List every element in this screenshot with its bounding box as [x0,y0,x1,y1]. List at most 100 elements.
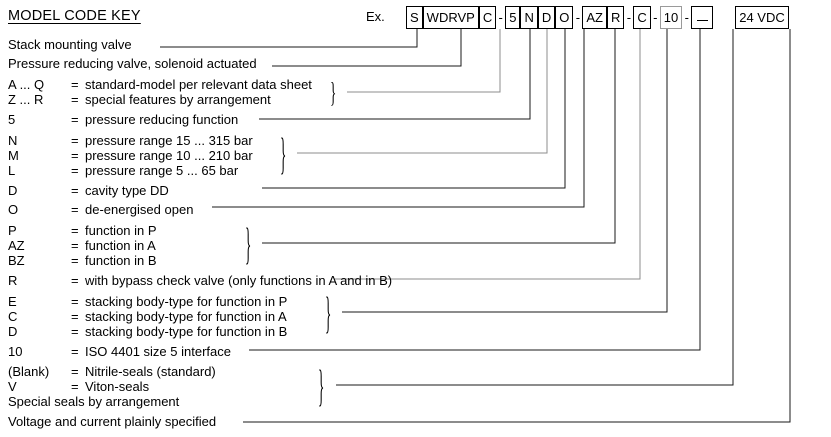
legend-code: N [8,133,18,148]
legend-description: Special seals by arrangement [8,394,180,409]
legend-row: R=with bypass check valve (only function… [8,273,392,288]
legend-description: stacking body-type for function in B [85,324,288,339]
code-separator: - [653,10,658,25]
leader-seals [336,29,734,386]
legend-equals: = [71,92,79,107]
legend-equals: = [71,379,79,394]
legend-description: with bypass check valve (only functions … [85,273,393,288]
legend-equals: = [71,77,79,92]
legend-equals: = [71,309,79,324]
code-box-wdrvp: WDRVP [422,6,479,29]
legend-row: L = pressure range 5 ... 65 bar [8,163,238,178]
legend-description: function in A [85,238,156,253]
legend-description: Pressure reducing valve, solenoid actuat… [8,56,257,71]
code-separator: - [626,10,632,25]
legend-description: special features by arrangement [85,92,271,107]
legend-row: N=pressure range 15 ... 315 bar [8,133,253,148]
code-box-az: AZ [582,6,607,29]
code-box-c: C [633,6,651,29]
legend-description: function in B [85,253,157,268]
legend-code: D [8,324,18,339]
legend-row: Z ... R = special features by arrangement [8,92,271,107]
leader-de-energised-open [212,29,585,208]
legend-code: Z ... R [8,92,44,107]
legend-row: AZ = function in A [8,238,156,253]
brace-function-position: } [245,217,252,269]
legend-code: E [8,294,17,309]
brace-seals: } [318,359,325,411]
legend-description: function in P [85,223,157,238]
legend-equals: = [71,364,79,379]
leader-voltage [243,29,791,423]
code-box-r: R [606,6,625,29]
brace-model-variant: } [330,75,337,109]
code-gap [713,6,735,29]
code-box-c: C [478,6,497,29]
leader-cavity-type [262,29,566,189]
legend-code: L [8,163,16,178]
legend-equals: = [71,324,79,339]
legend-description: Voltage and current plainly specified [8,414,217,429]
leader-model-variant [347,29,501,93]
legend-code: R [8,273,18,288]
legend-row: D = stacking body-type for function in B [8,324,287,339]
leader-pressure-reducing-valve [272,29,462,67]
legend-equals: = [71,344,79,359]
legend-code: C [8,309,18,324]
legend-equals: = [71,294,79,309]
example-label: Ex. [366,9,385,24]
leader-function-position [262,29,616,244]
legend-description: ISO 4401 size 5 interface [85,344,231,359]
legend-description: pressure reducing function [85,112,239,127]
legend-equals: = [71,238,79,253]
leader-bypass-check-valve [334,29,641,280]
legend-description: Stack mounting valve [8,37,132,52]
leader-stacking-body [342,29,668,313]
legend-description: pressure range 10 ... 210 bar [85,148,253,163]
legend-code: (Blank) [8,364,50,379]
code-box-blank [691,6,714,29]
legend-code: M [8,148,19,163]
legend-code: O [8,202,19,217]
legend-description: pressure range 15 ... 315 bar [85,133,253,148]
legend-row: D = cavity type DD [8,183,169,198]
legend-equals: = [71,183,79,198]
blank-underscore [696,20,708,21]
legend-description: de-energised open [85,202,194,217]
legend-row: BZ = function in B [8,253,157,268]
legend-row: E=stacking body-type for function in P [8,294,287,309]
legend-equals: = [71,163,79,178]
legend-row: O = de-energised open [8,202,193,217]
legend-row: P = function in P [8,223,157,238]
legend-description: pressure range 5 ... 65 bar [85,163,239,178]
legend-code: BZ [8,253,25,268]
legend-code: AZ [8,238,25,253]
legend-description: stacking body-type for function in A [85,309,287,324]
code-box-24-vdc: 24 VDC [735,6,789,29]
legend-code: 10 [8,344,23,359]
legend-row: (Blank) = Nitrile-seals (standard) [8,364,216,379]
leader-iso-interface [249,29,701,351]
legend-code: P [8,223,17,238]
legend-row: 10 = ISO 4401 size 5 interface [8,344,231,359]
legend-equals: = [71,253,79,268]
code-box-n: N [520,6,538,29]
code-box-d: D [537,6,556,29]
legend-description: cavity type DD [85,183,169,198]
brace-stacking-body: } [325,286,332,338]
legend-equals: = [71,202,79,217]
legend-code: A ... Q [8,77,45,92]
legend-code: D [8,183,18,198]
legend-equals: = [71,148,79,163]
code-box-s: S [406,6,423,29]
leader-pressure-reducing-function [259,29,531,120]
legend-equals: = [71,223,79,238]
legend-description: standard-model per relevant data sheet [85,77,312,92]
legend-description: Nitrile-seals (standard) [85,364,216,379]
legend-code: 5 [8,112,16,127]
code-separator: - [575,10,581,25]
legend-code: V [8,379,17,394]
page-title: MODEL CODE KEY [8,8,141,24]
